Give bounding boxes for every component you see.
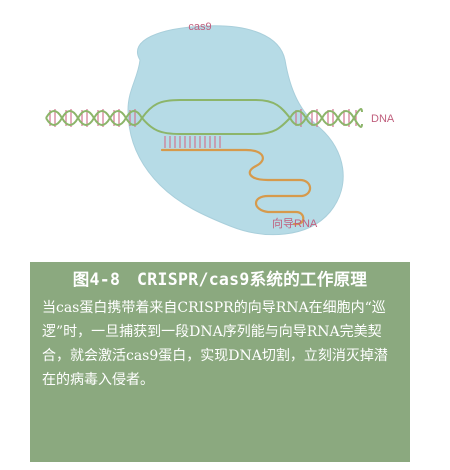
crispr-cas9-diagram: cas9 DNA 向导RNA — [45, 21, 395, 236]
caption-title: 图4-8 CRISPR/cas9系统的工作原理 — [72, 270, 368, 289]
guide-rna-label: 向导RNA — [272, 216, 318, 230]
dna-label: DNA — [371, 113, 395, 125]
caption-box: 图4-8 CRISPR/cas9系统的工作原理 当cas蛋白携带着来自CRISP… — [30, 262, 410, 462]
caption-body: 当cas蛋白携带着来自CRISPR的向导RNA在细胞内“巡逻”时，一旦捕获到一段… — [42, 300, 388, 388]
cas9-label: cas9 — [188, 21, 211, 33]
dna-helix-left — [45, 110, 143, 126]
guide-rna-strand — [160, 148, 312, 226]
dna-unwound-strands — [141, 99, 291, 135]
guide-rna-rungs — [164, 136, 221, 148]
cas9-protein — [127, 25, 344, 236]
dna-helix-right — [289, 108, 363, 128]
